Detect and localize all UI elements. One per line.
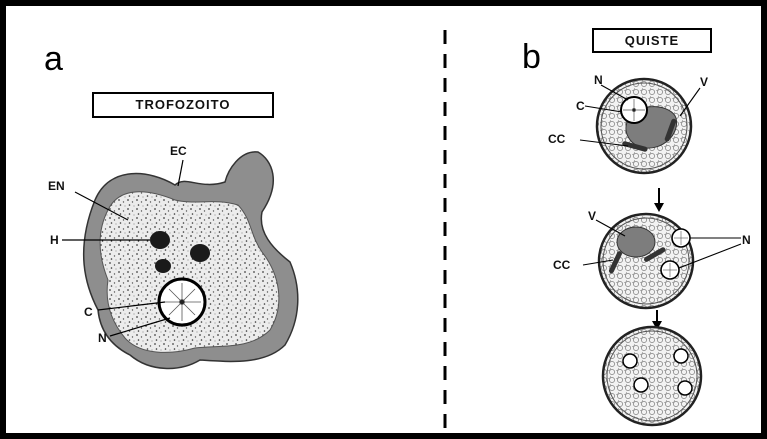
cyst2-label-v: V: [588, 210, 596, 222]
hematie-1: [150, 231, 170, 249]
trophozoite-title: TROFOZOITO: [92, 92, 274, 118]
label-h: H: [50, 234, 59, 246]
cyst-title: QUISTE: [592, 28, 712, 53]
cyst2-label-n: N: [742, 234, 751, 246]
hematie-2: [190, 244, 210, 262]
label-en: EN: [48, 180, 65, 192]
cyst1-label-cc: CC: [548, 133, 565, 145]
label-ec: EC: [170, 145, 187, 157]
cyst-mature: [603, 327, 701, 425]
cyst1-label-c: C: [576, 100, 585, 112]
panel-label-a: a: [44, 42, 63, 76]
cyst1-label-n: N: [594, 74, 603, 86]
label-c: C: [84, 306, 93, 318]
glycogen-vacuole-2: [617, 227, 655, 257]
hematie-3: [155, 259, 171, 273]
label-n: N: [98, 332, 107, 344]
panel-label-b: b: [522, 40, 541, 74]
cyst1-label-v: V: [700, 76, 708, 88]
cyst2-label-cc: CC: [553, 259, 570, 271]
